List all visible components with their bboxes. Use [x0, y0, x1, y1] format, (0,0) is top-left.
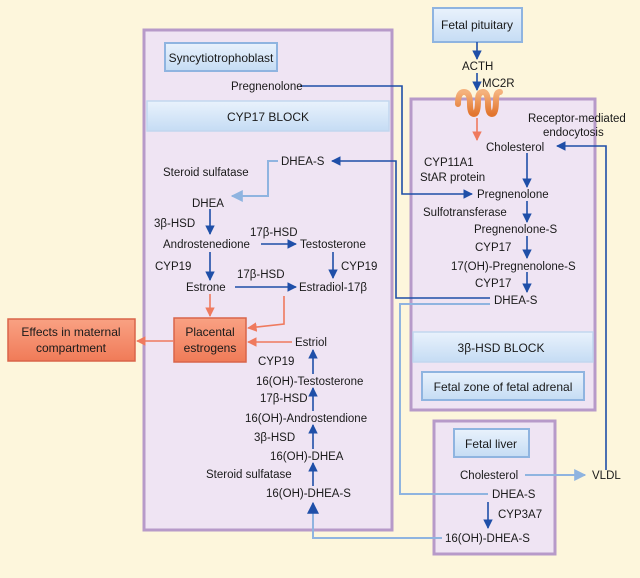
- syncytio-pregnenolone: Pregnenolone: [231, 81, 303, 93]
- syncytio-17bhsd-top: 17β-HSD: [250, 227, 298, 239]
- adrenal-cholesterol: Cholesterol: [486, 142, 544, 154]
- arrow-dheas-sulfatase: [230, 160, 278, 202]
- placental-estrogens-line2: estrogens: [184, 341, 237, 355]
- liver-cyp3a7: CYP3A7: [498, 509, 542, 521]
- adrenal-sulfotransferase: Sulfotransferase: [423, 207, 507, 219]
- syncytio-steroid-sulfatase-low: Steroid sulfatase: [206, 469, 292, 481]
- syncytio-3bhsd-low: 3β-HSD: [254, 432, 295, 444]
- arrow-dheas-to-liver: [399, 303, 490, 495]
- adrenal-pregnenolone-s: Pregnenolone-S: [474, 224, 557, 236]
- hsd-block-box: [412, 331, 594, 363]
- placental-estrogens-box: [173, 317, 247, 363]
- liver-dheas: DHEA-S: [492, 489, 536, 501]
- adrenal-cyp11a1: CYP11A1: [424, 157, 474, 169]
- syncytio-17bhsd-mid: 17β-HSD: [237, 269, 285, 281]
- syncytio-estrone: Estrone: [186, 282, 226, 294]
- adrenal-mc2r: MC2R: [482, 78, 515, 90]
- syncytio-testosterone: Testosterone: [300, 239, 366, 251]
- effects-box: [7, 318, 136, 362]
- cyp17-block-box: [146, 100, 390, 132]
- hsd-block-label: 3β-HSD BLOCK: [458, 341, 545, 355]
- syncytio-cyp19-left: CYP19: [155, 261, 191, 273]
- syncytiotrophoblast-label: Syncytiotrophoblast: [169, 51, 274, 65]
- liver-cholesterol: Cholesterol: [460, 470, 518, 482]
- syncytio-estradiol: Estradiol-17β: [299, 282, 367, 294]
- placental-estrogens-line1: Placental: [185, 325, 234, 339]
- adrenal-receptor-mediated-2: endocytosis: [543, 127, 604, 139]
- arrow-estradiol-placental: [247, 296, 285, 332]
- fetal-pituitary-label: Fetal pituitary: [441, 18, 513, 32]
- adrenal-acth: ACTH: [462, 61, 493, 73]
- syncytiotrophoblast-box: [164, 42, 278, 72]
- syncytio-16oh-dheas: 16(OH)-DHEA-S: [266, 488, 351, 500]
- arrow-pregnenolone-crossing: [300, 85, 473, 199]
- syncytio-estriol: Estriol: [295, 337, 327, 349]
- syncytio-16oh-testosterone: 16(OH)-Testosterone: [256, 376, 363, 388]
- effects-line2: compartment: [36, 341, 107, 355]
- syncytio-16oh-dhea: 16(OH)-DHEA: [270, 451, 344, 463]
- fetal-zone-box: [421, 371, 585, 401]
- adrenal-pregnenolone: Pregnenolone: [477, 189, 549, 201]
- syncytio-3bhsd: 3β-HSD: [154, 218, 195, 230]
- syncytio-dheas: DHEA-S: [281, 156, 325, 168]
- syncytio-17bhsd-low: 17β-HSD: [260, 393, 308, 405]
- effects-line1: Effects in maternal: [21, 325, 120, 339]
- adrenal-cyp17-a: CYP17: [475, 242, 511, 254]
- adrenal-receptor-mediated-1: Receptor-mediated: [528, 113, 626, 125]
- fetal-pituitary-box: [432, 7, 523, 43]
- syncytio-dhea: DHEA: [192, 198, 224, 210]
- liver-16oh-dheas: 16(OH)-DHEA-S: [445, 533, 530, 545]
- arrow-dheas-to-placenta: [331, 156, 490, 299]
- syncytio-androstenedione: Androstenedione: [163, 239, 250, 251]
- syncytio-cyp19-right: CYP19: [341, 261, 377, 273]
- arrow-vldl-cholesterol: [556, 141, 607, 470]
- adrenal-17oh-pregnenolone-s: 17(OH)-Pregnenolone-S: [451, 261, 576, 273]
- syncytio-cyp19-low: CYP19: [258, 356, 294, 368]
- liver-vldl: VLDL: [592, 470, 621, 482]
- fetal-liver-label: Fetal liver: [465, 437, 517, 451]
- syncytio-16oh-androstenedione: 16(OH)-Androstendione: [245, 413, 367, 425]
- fetal-zone-label: Fetal zone of fetal adrenal: [434, 380, 573, 394]
- arrow-liver-16oh-to-placenta: [307, 501, 442, 539]
- cyp17-block-label: CYP17 BLOCK: [227, 110, 309, 124]
- syncytio-steroid-sulfatase: Steroid sulfatase: [163, 167, 249, 179]
- adrenal-cyp17-b: CYP17: [475, 278, 511, 290]
- adrenal-dheas: DHEA-S: [494, 295, 538, 307]
- mc2r-receptor-icon: [455, 88, 503, 118]
- fetal-liver-box: [453, 428, 530, 458]
- adrenal-star: StAR protein: [420, 172, 485, 184]
